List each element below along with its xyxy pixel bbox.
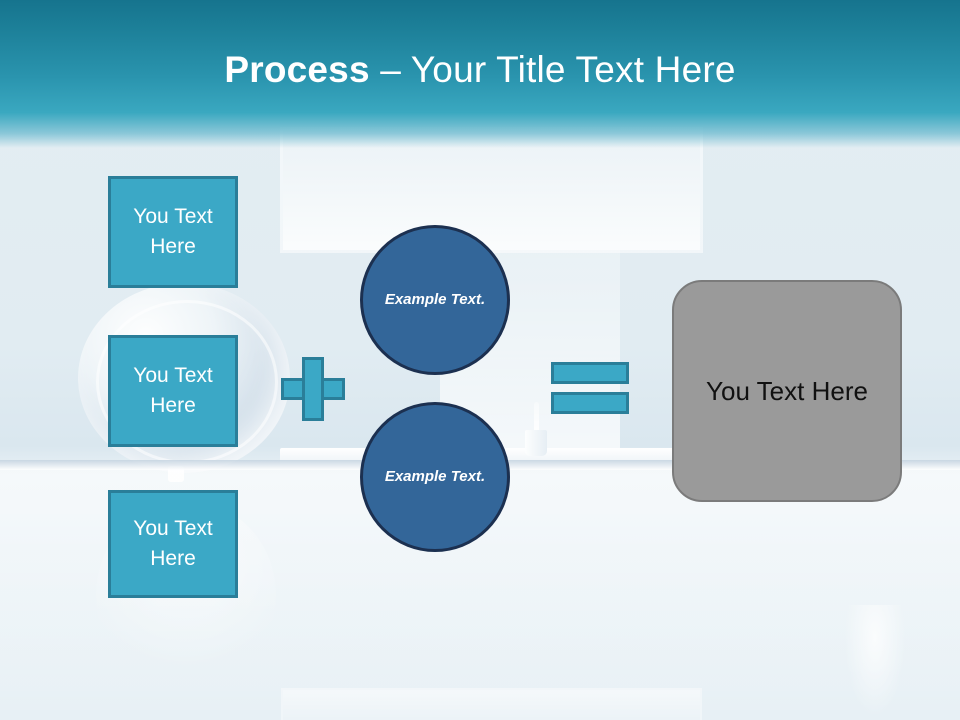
background-vase [525, 430, 547, 456]
process-circle-2[interactable]: Example Text. [360, 402, 510, 552]
input-box-2[interactable]: You Text Here [108, 335, 238, 447]
equals-icon-bottom-bar [551, 392, 629, 414]
process-circle-1-label: Example Text. [384, 291, 486, 308]
page-title-rest: – Your Title Text Here [369, 49, 736, 90]
background-blur-shape [845, 605, 905, 715]
input-box-1[interactable]: You Text Here [108, 176, 238, 288]
result-box[interactable]: You Text Here [672, 280, 902, 502]
plus-icon-center-fill [305, 381, 321, 397]
input-box-3-label: You Text Here [133, 517, 213, 570]
background-bottom-panel [283, 690, 700, 720]
slide-header-band [0, 0, 960, 148]
result-box-label: You Text Here [706, 375, 868, 406]
process-circle-2-label: Example Text. [384, 468, 486, 485]
page-title: Process – Your Title Text Here [0, 48, 960, 92]
plus-icon [281, 357, 345, 421]
background-vase-reed [534, 402, 539, 434]
process-circle-1[interactable]: Example Text. [360, 225, 510, 375]
page-title-bold: Process [224, 49, 370, 90]
background-wall-panel [283, 130, 700, 250]
input-box-1-label: You Text Here [133, 205, 213, 258]
input-box-3[interactable]: You Text Here [108, 490, 238, 598]
equals-icon-top-bar [551, 362, 629, 384]
input-box-2-label: You Text Here [133, 364, 213, 417]
